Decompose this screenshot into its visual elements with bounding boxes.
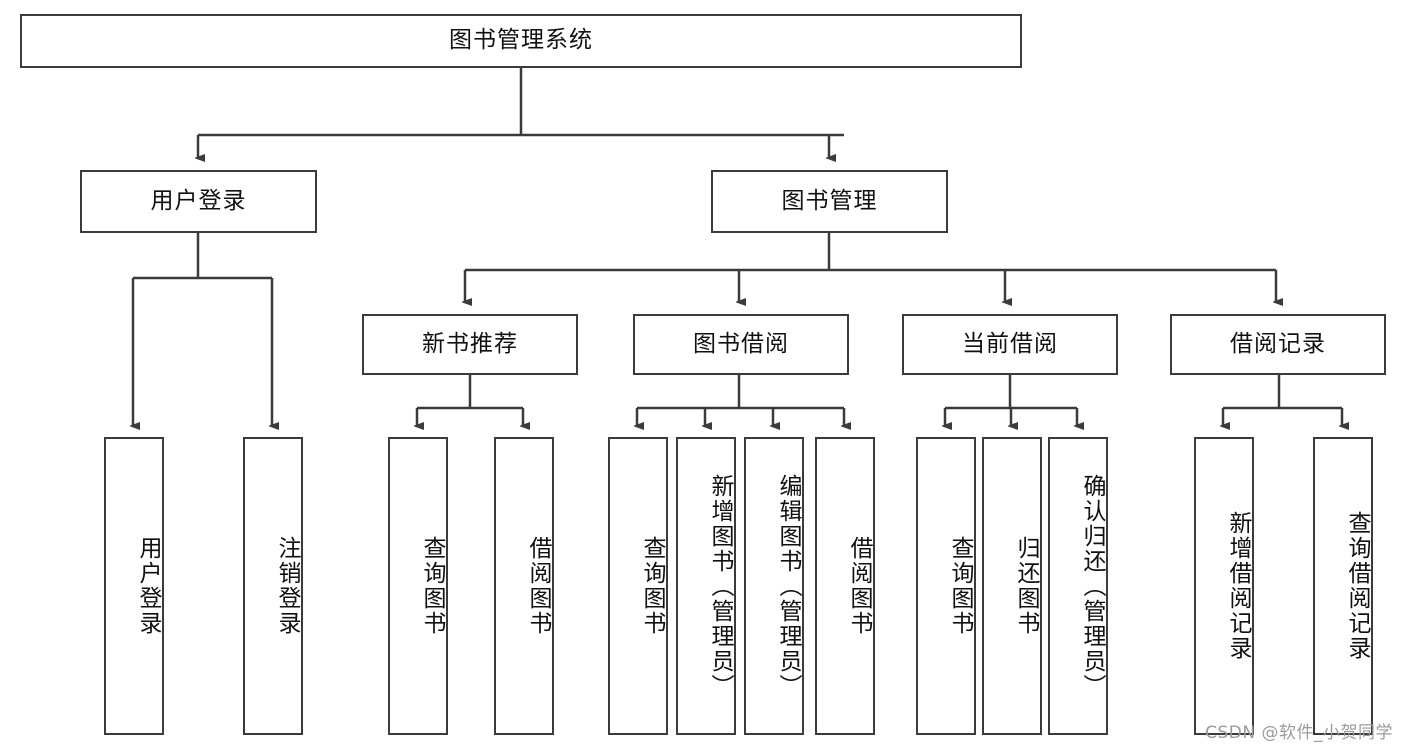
node-label: 借阅图书 (525, 536, 551, 636)
node-label: 图书借阅 (693, 330, 789, 357)
node-label: 当前借阅 (962, 330, 1058, 357)
node-label: 查询图书 (419, 536, 445, 636)
leaf-new-book-borrow-book[interactable]: 借阅图书 (494, 437, 554, 735)
node-label: 查询图书 (947, 536, 973, 636)
node-borrow-record[interactable]: 借阅记录 (1170, 314, 1386, 375)
node-label: 确认归还（管理员） (1079, 473, 1105, 699)
node-label: 查询图书 (639, 536, 665, 636)
watermark: CSDN @软件_小贺同学 (1205, 723, 1393, 743)
leaf-book-borrow-add-book[interactable]: 新增图书（管理员） (676, 437, 736, 735)
leaf-current-borrow-return-book[interactable]: 归还图书 (982, 437, 1042, 735)
node-current-borrow[interactable]: 当前借阅 (902, 314, 1118, 375)
node-label: 新增借阅记录 (1225, 511, 1251, 661)
leaf-borrow-record-add-record[interactable]: 新增借阅记录 (1194, 437, 1254, 735)
leaf-user-login-login[interactable]: 用户登录 (104, 437, 164, 735)
node-new-book-recommend[interactable]: 新书推荐 (362, 314, 578, 375)
node-label: 用户登录 (150, 187, 247, 214)
leaf-book-borrow-query-book[interactable]: 查询图书 (608, 437, 668, 735)
leaf-current-borrow-confirm-return[interactable]: 确认归还（管理员） (1048, 437, 1108, 735)
leaf-borrow-record-query-record[interactable]: 查询借阅记录 (1313, 437, 1373, 735)
leaf-book-borrow-edit-book[interactable]: 编辑图书（管理员） (744, 437, 804, 735)
leaf-user-login-logout[interactable]: 注销登录 (243, 437, 303, 735)
node-book-management[interactable]: 图书管理 (711, 170, 948, 233)
node-label: 归还图书 (1013, 536, 1039, 636)
leaf-current-borrow-query-book[interactable]: 查询图书 (916, 437, 976, 735)
node-label: 用户登录 (135, 536, 161, 636)
node-user-login[interactable]: 用户登录 (80, 170, 317, 233)
node-label: 查询借阅记录 (1344, 511, 1370, 661)
node-root-book-management-system[interactable]: 图书管理系统 (20, 14, 1022, 68)
node-label: 借阅记录 (1230, 330, 1326, 357)
node-label: 图书管理系统 (449, 27, 593, 54)
node-book-borrow[interactable]: 图书借阅 (633, 314, 849, 375)
node-label: 新书推荐 (422, 330, 518, 357)
node-label: 借阅图书 (846, 536, 872, 636)
node-label: 图书管理 (781, 187, 878, 214)
node-label: 注销登录 (274, 536, 300, 636)
node-label: 编辑图书（管理员） (775, 473, 801, 699)
leaf-book-borrow-borrow-book[interactable]: 借阅图书 (815, 437, 875, 735)
node-label: 新增图书（管理员） (707, 473, 733, 699)
leaf-new-book-query-book[interactable]: 查询图书 (388, 437, 448, 735)
